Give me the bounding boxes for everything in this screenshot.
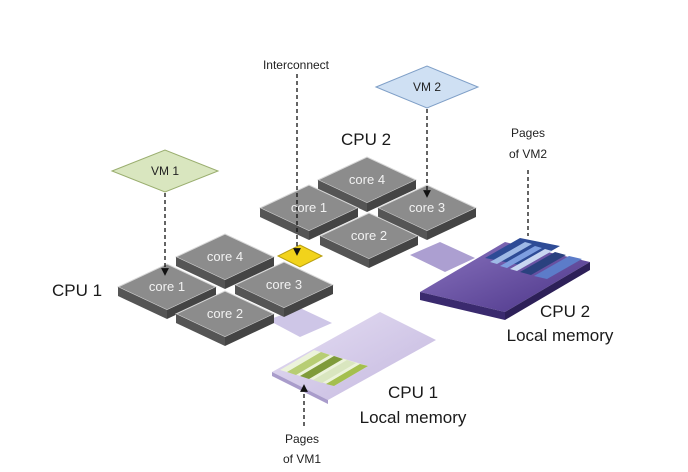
pages-vm2-label-line2: of VM2 — [509, 147, 547, 161]
pages-vm1-label-line1: Pages — [285, 432, 319, 446]
vm2-shape: VM 2 — [374, 65, 480, 109]
cpu1-core-3: core 3 — [233, 261, 335, 317]
cpu1-core-4: core 4 — [174, 233, 276, 289]
pages-vm2-label-line1: Pages — [511, 126, 545, 140]
cpu1-core-2: core 2 — [174, 290, 276, 346]
cpu1-core-2-label: core 2 — [207, 306, 243, 321]
cpu2-core-2-label: core 2 — [351, 228, 387, 243]
cpu1-cores: core 4 core 1 core 3 core 2 — [116, 233, 335, 346]
cpu1-core-1-label: core 1 — [149, 279, 185, 294]
cpu1-label: CPU 1 — [52, 281, 102, 300]
cpu2-core-3: core 3 — [376, 184, 478, 240]
interconnect-label: Interconnect — [263, 58, 330, 72]
cpu1-core-3-label: core 3 — [266, 277, 302, 292]
vm1-label: VM 1 — [151, 164, 179, 178]
vm2-pages — [485, 238, 582, 279]
pages-vm1-label-line2: of VM1 — [283, 452, 321, 466]
mem2-label-line2: Local memory — [507, 326, 614, 345]
cpu2-core-2: core 2 — [318, 212, 420, 268]
mem2-label-line1: CPU 2 — [540, 302, 590, 321]
mem1-label-line1: CPU 1 — [388, 383, 438, 402]
mem1-label-line2: Local memory — [360, 408, 467, 427]
cpu2-core-4-label: core 4 — [349, 172, 385, 187]
cpu1-core-4-label: core 4 — [207, 249, 243, 264]
vm2-label: VM 2 — [413, 80, 441, 94]
cpu2-local-memory — [420, 238, 590, 320]
cpu2-memory-link — [410, 242, 475, 272]
vm1-pages — [280, 350, 368, 386]
vm1-shape: VM 1 — [110, 149, 220, 193]
cpu2-label: CPU 2 — [341, 130, 391, 149]
interconnect-link — [276, 244, 324, 268]
cpu2-core-1-label: core 1 — [291, 200, 327, 215]
cpu2-core-4: core 4 — [316, 156, 418, 212]
cpu1-local-memory — [272, 312, 436, 404]
cpu1-core-1: core 1 — [116, 263, 218, 319]
cpu2-core-3-label: core 3 — [409, 200, 445, 215]
